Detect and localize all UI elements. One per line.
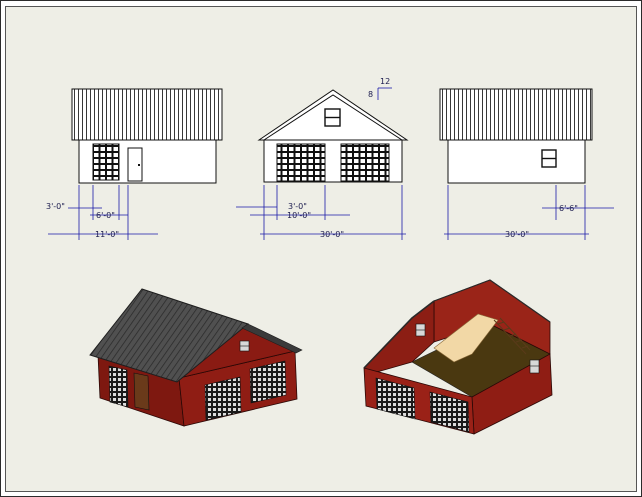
interior-garage-door-2 <box>429 391 470 433</box>
interior-stairs <box>493 317 531 355</box>
isometric-exterior-view[interactable] <box>89 288 303 427</box>
exterior-garage-door-2 <box>249 360 287 404</box>
roof-pitch-symbol <box>377 87 392 100</box>
right-dim-overall: 30'-0" <box>505 230 529 239</box>
front-dimensions <box>236 185 406 240</box>
isometric-interior-view[interactable] <box>363 279 553 435</box>
left-roof <box>71 88 223 141</box>
interior-roof-edge <box>363 300 435 369</box>
left-dimensions <box>48 185 158 240</box>
right-dimensions <box>444 185 614 240</box>
front-garage-door-right <box>340 143 390 182</box>
front-garage-door-left <box>276 143 326 182</box>
front-elevation-view[interactable]: 12 8 3'-0" 10'-0" 30'-0" <box>236 77 409 240</box>
roof-pitch-rise: 8 <box>368 90 373 99</box>
interior-garage-door-1 <box>375 377 416 420</box>
left-dim-window-offset: 3'-0" <box>46 202 65 211</box>
right-elevation-view[interactable]: 6'-6" 30'-0" <box>439 88 614 240</box>
right-wall <box>447 139 586 184</box>
right-dim-window-offset: 6'-6" <box>559 204 578 213</box>
exterior-side-door <box>133 372 150 411</box>
front-dim-door-width: 10'-0" <box>287 211 311 220</box>
interior-loft <box>433 313 499 363</box>
front-dim-door-offset: 3'-0" <box>288 202 307 211</box>
left-side-door <box>127 147 143 182</box>
drawing-sheet[interactable]: 3'-0" 6'-0" 11'-0" 12 8 <box>5 6 637 492</box>
exterior-side-window <box>108 365 129 408</box>
interior-back-roof-edge <box>433 279 551 323</box>
interior-side-window <box>529 359 540 374</box>
left-garage-window <box>92 143 120 181</box>
exterior-garage-door-1 <box>204 376 242 421</box>
left-dim-overall: 11'-0" <box>95 230 119 239</box>
right-roof <box>439 88 593 141</box>
left-elevation-view[interactable]: 3'-0" 6'-0" 11'-0" <box>46 88 223 240</box>
exterior-roof-edge <box>241 323 303 354</box>
front-dim-overall: 30'-0" <box>320 230 344 239</box>
roof-pitch-run: 12 <box>380 77 390 86</box>
drawing-canvas: 3'-0" 6'-0" 11'-0" 12 8 <box>46 77 614 435</box>
left-dim-window-width: 6'-0" <box>96 211 115 220</box>
left-door-knob <box>138 164 140 166</box>
